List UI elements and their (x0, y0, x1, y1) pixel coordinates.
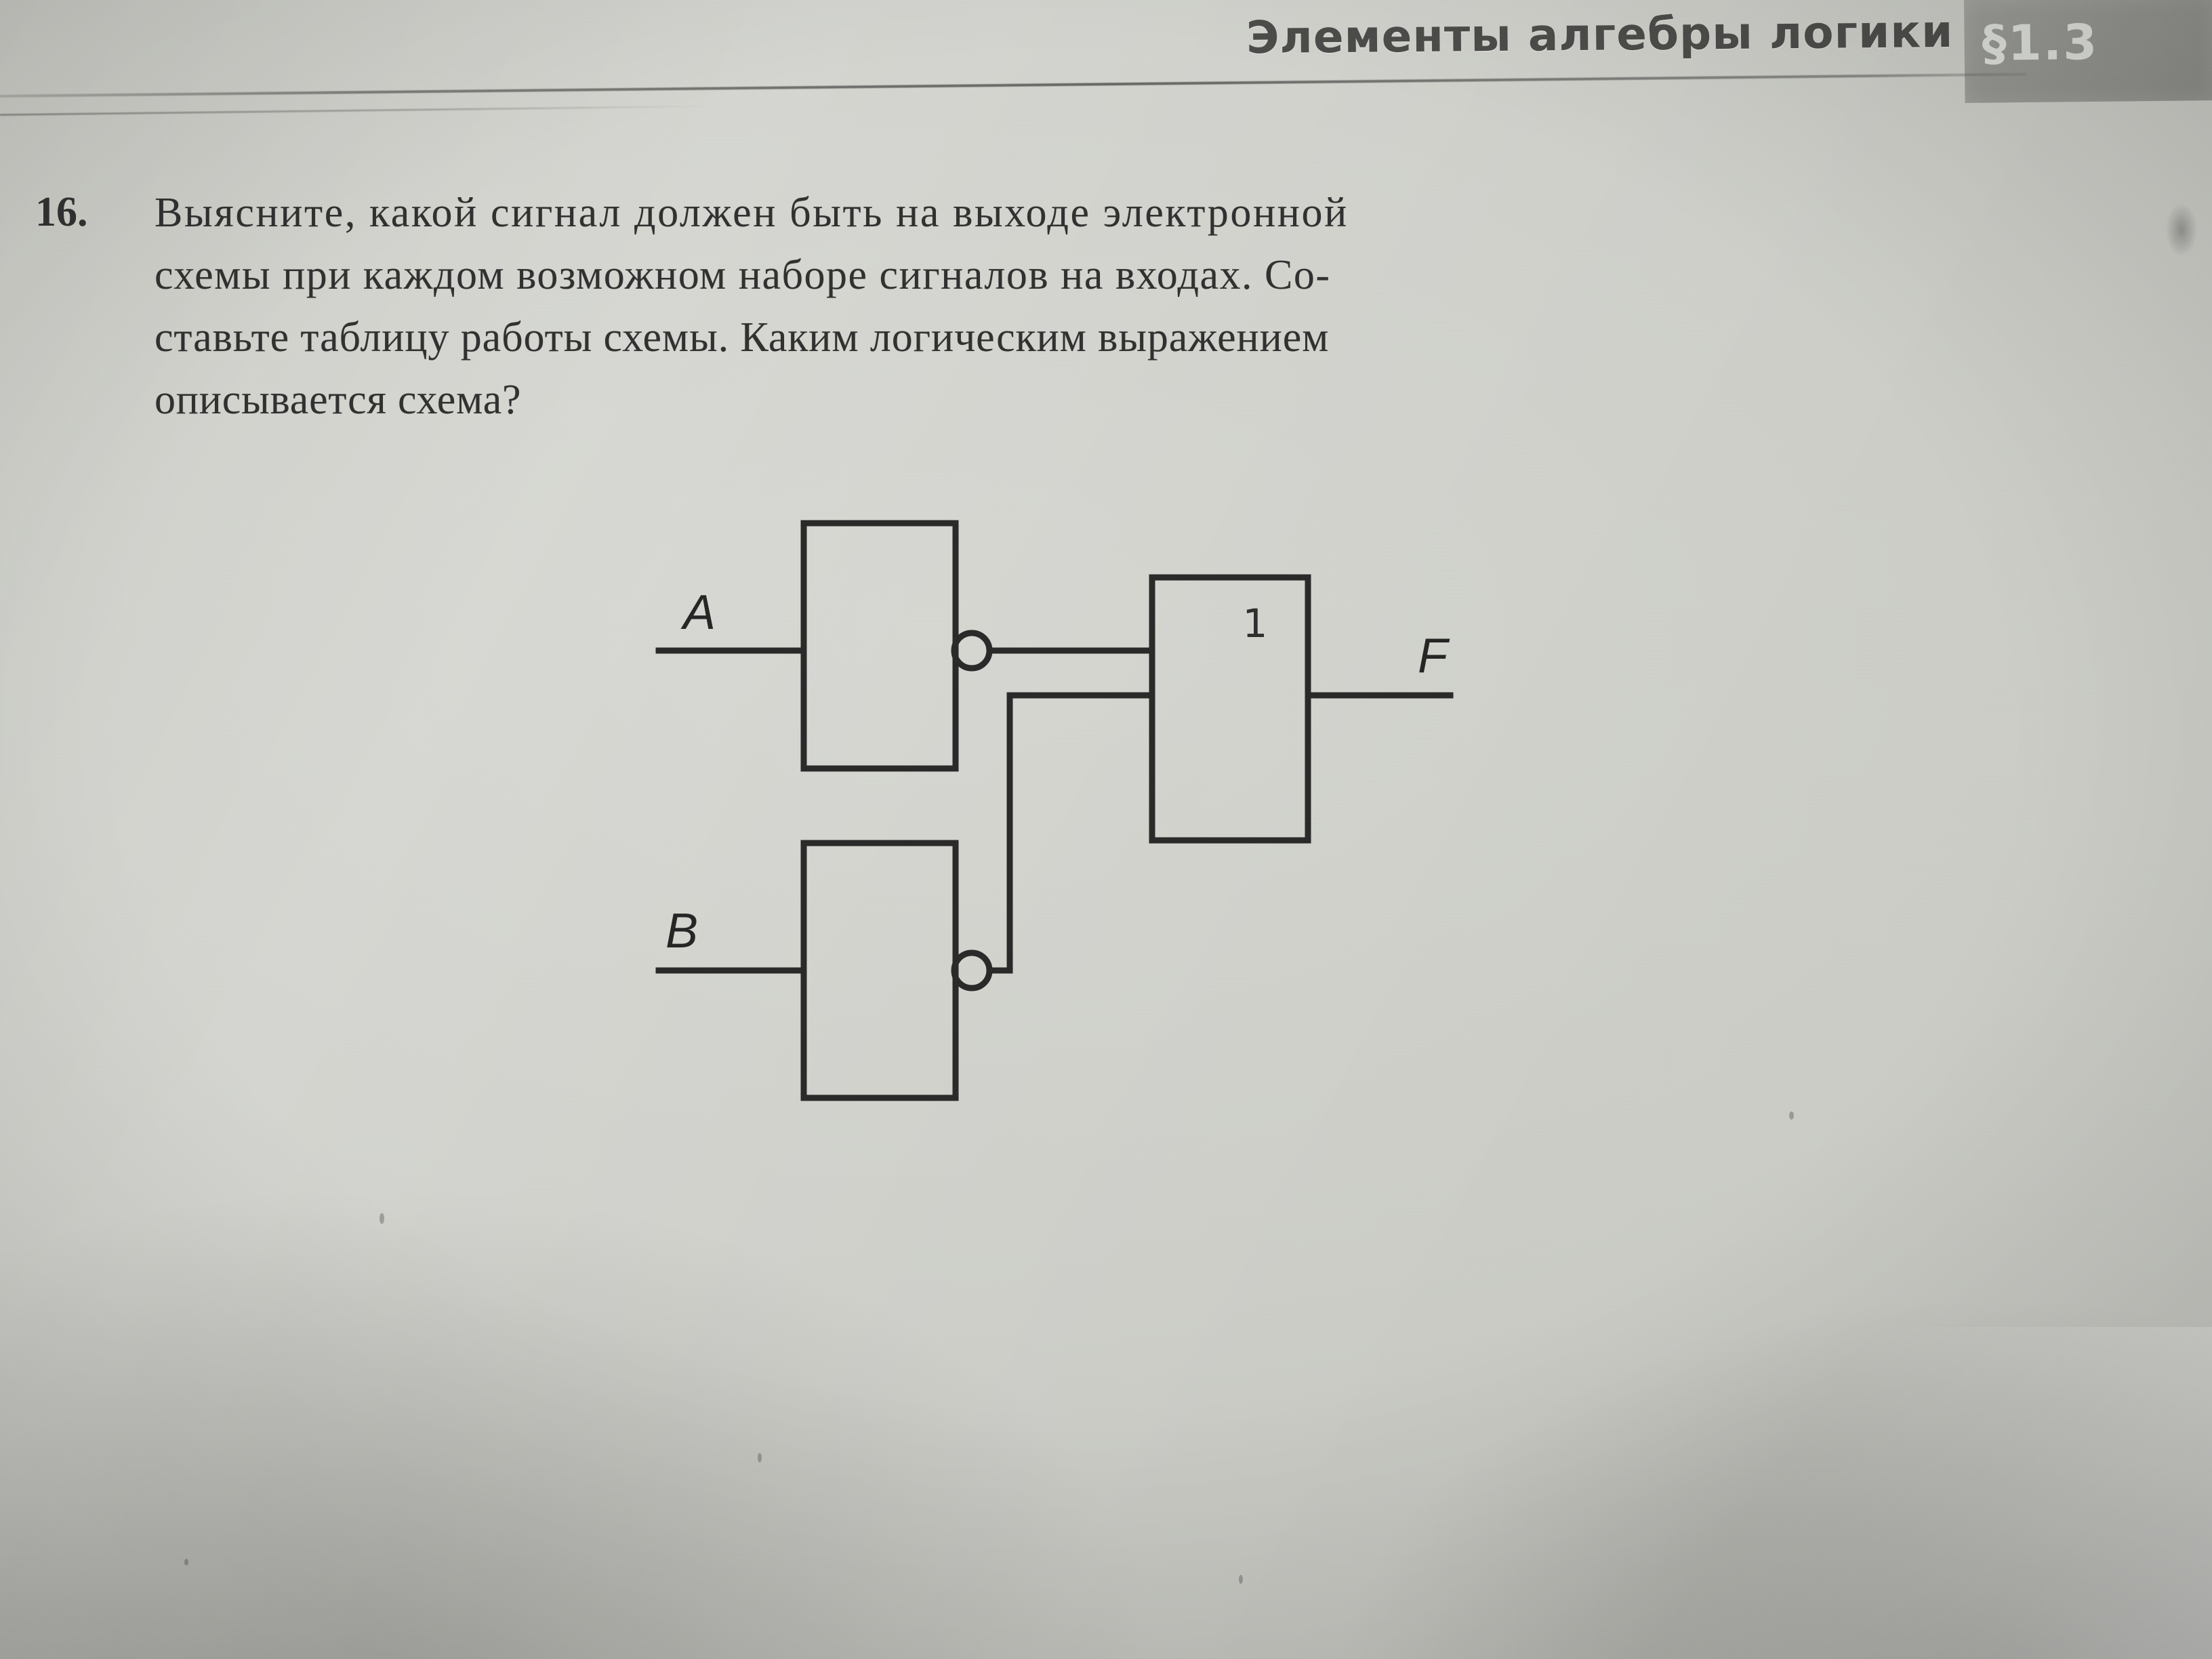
exercise-line-4: описывается схема? (155, 377, 522, 423)
exercise-number: 16. (35, 189, 88, 235)
exercise-line-1: Выясните, какой сигнал должен быть на вы… (155, 190, 1349, 236)
exercise-line-2: схемы при каждом возможном наборе сигнал… (155, 252, 1331, 298)
paper-shadow-bottom-right (1327, 1294, 2212, 1659)
exercise-text: Выясните, какой сигнал должен быть на вы… (155, 182, 2055, 431)
exercise-block: 16. Выясните, какой сигнал должен быть н… (35, 182, 2055, 431)
running-title: Элементы алгебры логики (1246, 5, 1954, 64)
section-number-badge: §1.3 (1964, 0, 2212, 103)
exercise-line-3: ставьте таблицу работы схемы. Каким логи… (155, 314, 1330, 361)
running-head: Элементы алгебры логики §1.3 (0, 0, 2212, 116)
section-number-label: §1.3 (1982, 13, 2099, 72)
header-divider-rule (0, 73, 2026, 98)
paper-edge-highlight (1460, 1327, 2212, 1659)
header-divider-rule-secondary (0, 105, 712, 116)
paper-shadow-bottom-left (0, 1194, 1151, 1659)
